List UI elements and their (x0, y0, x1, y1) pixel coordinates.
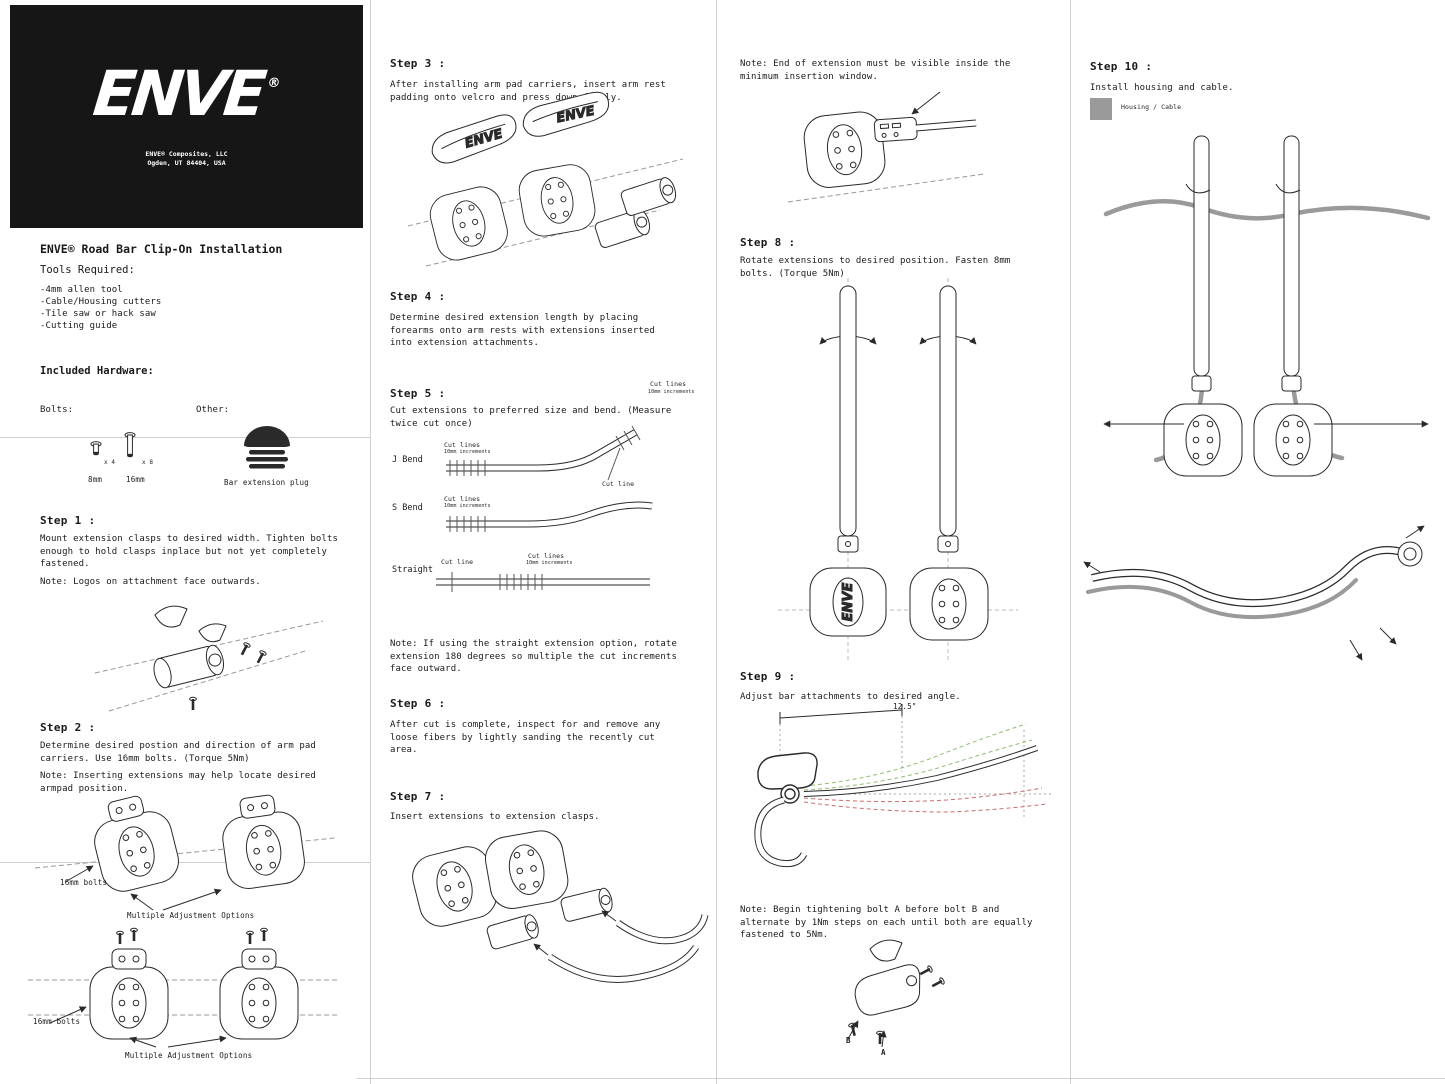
column-divider-2 (716, 0, 717, 1084)
enve-logo-text: ENVE (89, 57, 267, 130)
step7-illustration (407, 826, 709, 983)
step2-illustration-b (28, 927, 338, 1048)
row-divider-2 (0, 862, 370, 863)
step3-heading: Step 3 : (390, 57, 446, 70)
j-bend-label: J Bend (392, 455, 423, 465)
company-address: Ogden, UT 84404, USA (147, 159, 226, 167)
tool-item: -4mm allen tool (40, 285, 123, 295)
enve-logo: ENVE® (6, 57, 367, 130)
dimension-label: 12.5" (893, 702, 917, 711)
straight-label: Straight (392, 565, 433, 575)
bar-extension-plug-icon (244, 426, 290, 469)
plug-label: Bar extension plug (224, 478, 309, 487)
registered-mark: ® (266, 76, 282, 91)
step4-body: Determine desired extension length by pl… (390, 313, 655, 348)
tools-heading: Tools Required: (40, 264, 135, 276)
cut-lines-label: Cut lines (444, 441, 481, 449)
bolt-b-label: B (846, 1036, 851, 1045)
step9-body: Adjust bar attachments to desired angle. (740, 692, 961, 702)
step1-body: Mount extension clasps to desired width.… (40, 534, 338, 569)
step7-heading: Step 7 : (390, 790, 446, 803)
step10-bars-illustration (1103, 135, 1431, 477)
column-divider-1 (370, 0, 371, 1084)
step2-illustration-a (34, 793, 336, 911)
bolt-8mm-label: 8mm (88, 475, 103, 484)
step10-heading: Step 10 : (1090, 60, 1153, 73)
step8-illustration: ENVE (778, 278, 1018, 663)
step1-illustration (94, 605, 324, 712)
step9-heading: Step 9 : (740, 670, 796, 683)
cut-lines-label: Cut lines (650, 380, 687, 388)
insertion-window-note: Note: End of extension must be visible i… (740, 59, 1011, 82)
step6-body: After cut is complete, inspect for and r… (390, 720, 661, 755)
step9-illustration (754, 704, 1052, 868)
bolt-icons (90, 432, 136, 458)
step4-heading: Step 4 : (390, 290, 446, 303)
step2-heading: Step 2 : (40, 721, 96, 734)
step3-illustration: ENVE ENVE (407, 91, 684, 267)
column-divider-3 (1070, 0, 1071, 1084)
step5-body: Cut extensions to preferred size and ben… (390, 406, 672, 429)
step7-body: Insert extensions to extension clasps. (390, 812, 600, 822)
step3-body: After installing arm pad carriers, inser… (390, 80, 666, 103)
step1-heading: Step 1 : (40, 514, 96, 527)
step2-note: Note: Inserting extensions may help loca… (40, 771, 316, 794)
row-divider-bottom (357, 1078, 1445, 1079)
step10-handlebar-illustration (1083, 525, 1425, 661)
brand-header: ENVE® ENVE® Composites, LLC Ogden, UT 84… (10, 5, 363, 228)
tool-item: -Cable/Housing cutters (40, 297, 162, 307)
bolt-callout: 16mm bolts (60, 878, 108, 887)
adjustment-options-callout: Multiple Adjustment Options (127, 911, 255, 920)
tool-item: -Cutting guide (40, 321, 118, 331)
step5-heading: Step 5 : (390, 387, 446, 400)
bolt-callout: 16mm bolts (33, 1017, 81, 1026)
increments-label: 10mm increments (444, 503, 491, 509)
housing-cable-swatch (1090, 98, 1112, 120)
step6-heading: Step 6 : (390, 697, 446, 710)
increments-label: 10mm increments (444, 449, 491, 455)
bolt-16mm-qty: x 8 (142, 459, 154, 466)
increments-label: 10mm increments (526, 560, 573, 566)
step5-note: Note: If using the straight extension op… (390, 639, 677, 674)
hardware-heading: Included Hardware: (40, 365, 154, 377)
tool-item: -Tile saw or hack saw (40, 309, 156, 319)
bolt-a-label: A (881, 1048, 886, 1057)
pad-logo-text: ENVE (841, 583, 856, 622)
step5-illustration (436, 425, 653, 592)
housing-cable-legend: Housing / Cable (1121, 103, 1182, 111)
step10-body: Install housing and cable. (1090, 83, 1234, 93)
step8-body: Rotate extensions to desired position. F… (740, 256, 1011, 279)
company-name: ENVE® Composites, LLC (145, 150, 228, 158)
cut-line-label: Cut line (441, 558, 474, 566)
row-divider-1 (0, 437, 370, 438)
bolts-label: Bolts: (40, 405, 74, 415)
cut-lines-label: Cut lines (444, 495, 481, 503)
step8-heading: Step 8 : (740, 236, 796, 249)
step9-note: Note: Begin tightening bolt A before bol… (740, 905, 1033, 940)
step1-note: Note: Logos on attachment face outwards. (40, 577, 261, 587)
bolt-16mm-label: 16mm (126, 475, 145, 484)
step9-bolt-illustration (847, 939, 946, 1048)
cut-line-label: Cut line (602, 480, 635, 488)
adjustment-options-callout: Multiple Adjustment Options (125, 1051, 253, 1060)
other-label: Other: (196, 405, 230, 415)
insertion-window-illustration (787, 91, 985, 203)
step2-body: Determine desired postion and direction … (40, 741, 316, 764)
bolt-8mm-qty: x 4 (104, 459, 116, 466)
cut-lines-label: Cut lines (528, 552, 565, 560)
company-info: ENVE® Composites, LLC Ogden, UT 84404, U… (10, 150, 363, 168)
page-title: ENVE® Road Bar Clip-On Installation (40, 242, 283, 256)
increments-label: 10mm increments (648, 389, 695, 395)
s-bend-label: S Bend (392, 503, 423, 513)
